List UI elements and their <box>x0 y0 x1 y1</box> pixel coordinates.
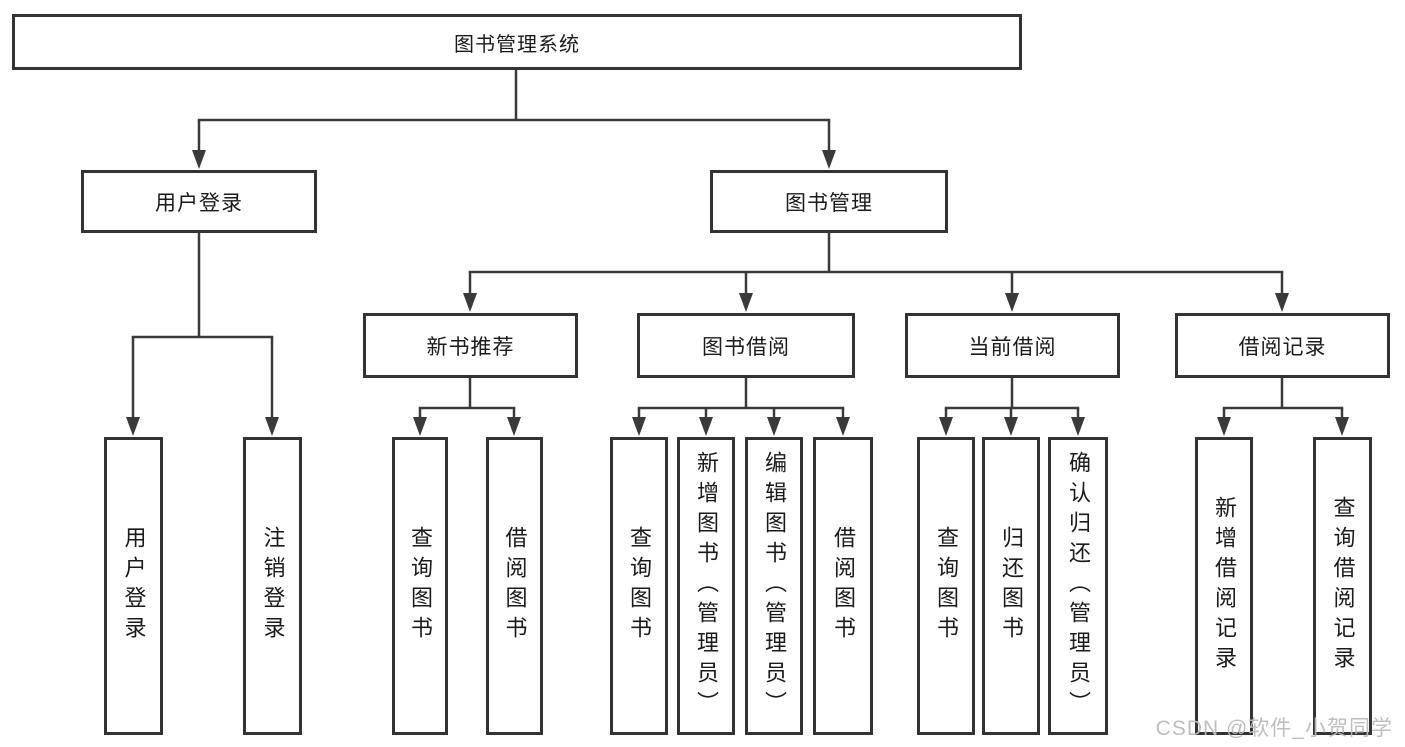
leaf-label: 新增图书（管理员） <box>694 451 719 721</box>
node-current-borrowing: 当前借阅 <box>905 313 1120 378</box>
csdn-watermark: CSDN @软件_小贺同学 <box>1155 717 1393 740</box>
leaf-label: 编辑图书（管理员） <box>762 451 787 721</box>
leaf-label: 借阅图书 <box>831 526 856 646</box>
leaf-borrow-books-1: 借阅图书 <box>486 437 543 735</box>
node-label: 图书借阅 <box>702 335 790 359</box>
leaf-query-books-2: 查询图书 <box>610 437 668 735</box>
leaf-label: 确认归还（管理员） <box>1066 451 1091 721</box>
leaf-edit-books-admin: 编辑图书（管理员） <box>745 437 803 735</box>
leaf-add-books-admin: 新增图书（管理员） <box>677 437 735 735</box>
leaf-borrow-books-2: 借阅图书 <box>813 437 873 735</box>
leaf-label: 借阅图书 <box>502 526 528 646</box>
leaf-return-books: 归还图书 <box>982 437 1040 735</box>
leaf-query-borrow-record: 查询借阅记录 <box>1313 437 1372 735</box>
node-label: 用户登录 <box>155 191 243 215</box>
node-label: 图书管理 <box>785 191 873 215</box>
node-book-borrowing: 图书借阅 <box>637 313 855 378</box>
leaf-confirm-return-admin: 确认归还（管理员） <box>1048 437 1108 735</box>
leaf-label: 查询图书 <box>627 526 652 646</box>
leaf-query-books-1: 查询图书 <box>392 437 448 735</box>
node-label: 借阅记录 <box>1238 335 1327 359</box>
node-label: 图书管理系统 <box>454 33 580 56</box>
node-user-login-branch: 用户登录 <box>81 170 317 233</box>
node-label: 新书推荐 <box>426 335 515 359</box>
leaf-label: 查询图书 <box>934 526 959 646</box>
leaf-label: 注销登录 <box>260 526 286 646</box>
leaf-query-books-3: 查询图书 <box>917 437 975 735</box>
node-new-book-recommendation: 新书推荐 <box>363 313 578 378</box>
node-book-management-branch: 图书管理 <box>710 170 948 233</box>
leaf-label: 查询图书 <box>408 526 433 646</box>
node-library-management-system: 图书管理系统 <box>12 14 1022 70</box>
node-label: 当前借阅 <box>968 335 1057 359</box>
leaf-label: 新增借阅记录 <box>1212 496 1237 676</box>
leaf-logout: 注销登录 <box>243 437 302 735</box>
leaf-label: 用户登录 <box>121 526 147 646</box>
leaf-label: 查询借阅记录 <box>1330 496 1356 676</box>
node-borrowing-records: 借阅记录 <box>1175 313 1390 378</box>
leaf-user-login: 用户登录 <box>104 437 163 735</box>
leaf-label: 归还图书 <box>999 526 1024 646</box>
leaf-add-borrow-record: 新增借阅记录 <box>1195 437 1253 735</box>
